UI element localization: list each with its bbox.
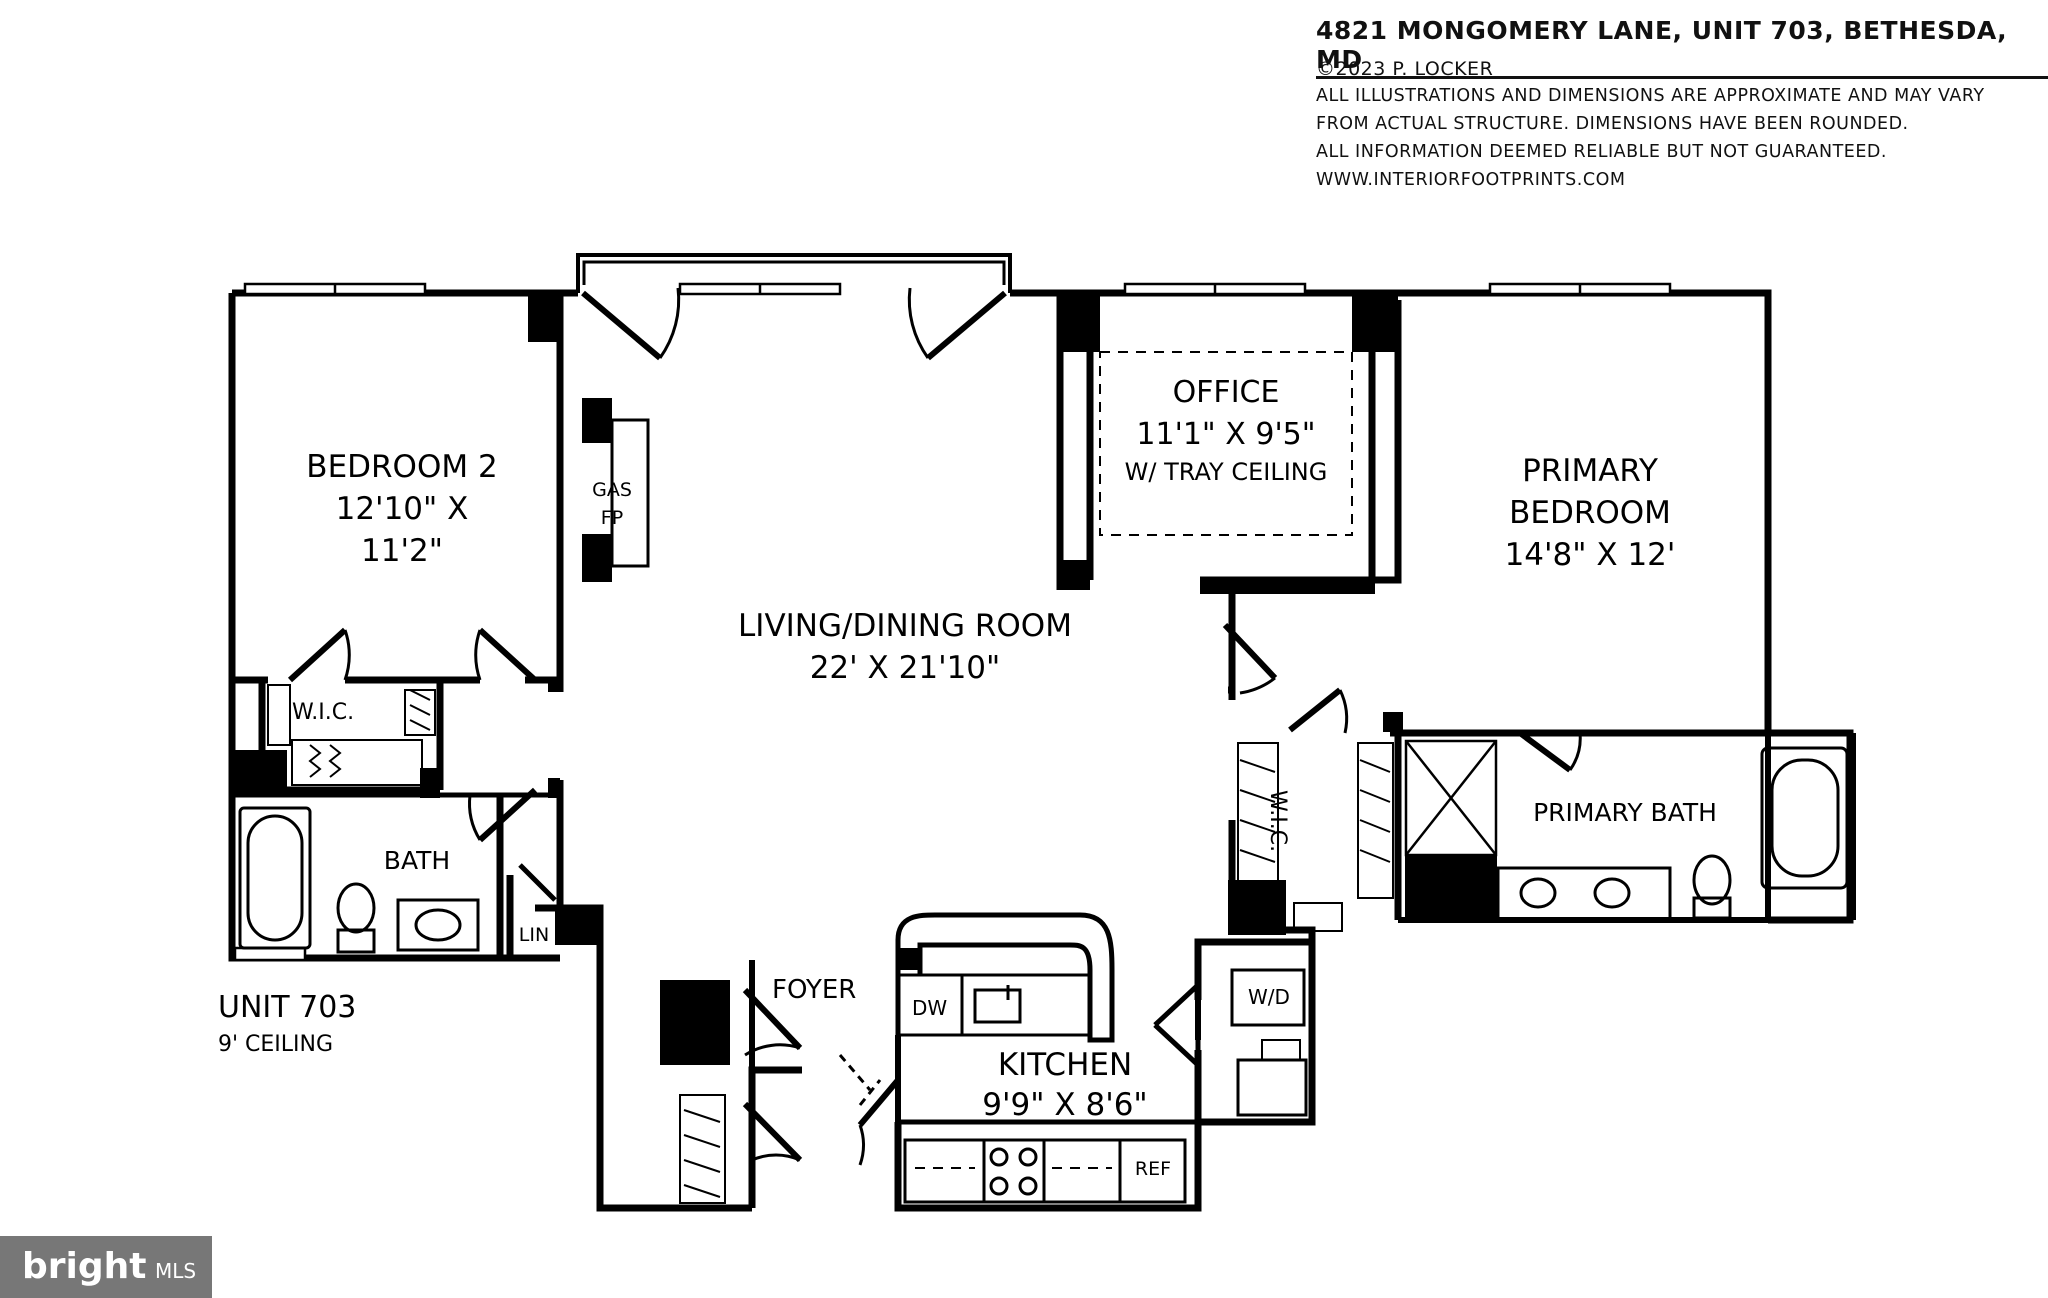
linen-closet-label: LIN bbox=[518, 924, 550, 946]
fp-label: FP bbox=[600, 507, 624, 529]
room-dimensions: 12'10" X 11'2" bbox=[335, 491, 469, 569]
room-dimensions: 14'8" X 12' bbox=[1504, 537, 1676, 573]
room-dimensions: 9'9" X 8'6" bbox=[982, 1087, 1148, 1123]
room-office: OFFICE 11'1" X 9'5" W/ TRAY CEILING bbox=[1100, 372, 1352, 488]
bath-fixtures bbox=[238, 746, 1849, 954]
copyright: ©2023 P. LOCKER bbox=[1316, 58, 1494, 80]
room-dimensions: 22' X 21'10" bbox=[809, 650, 1001, 686]
washer-dryer-label: W/D bbox=[1248, 985, 1290, 1009]
property-address-title: 4821 MONGOMERY LANE, UNIT 703, BETHESDA,… bbox=[1316, 16, 2048, 79]
room-name-line2: BEDROOM bbox=[1509, 495, 1671, 531]
website-link[interactable]: WWW.INTERIORFOOTPRINTS.COM bbox=[1316, 170, 1626, 190]
watermark-suffix: MLS bbox=[155, 1259, 197, 1283]
room-living-dining: LIVING/DINING ROOM 22' X 21'10" bbox=[690, 605, 1120, 689]
closet-shelving bbox=[267, 684, 1394, 1204]
gas-label: GAS bbox=[592, 479, 632, 501]
room-kitchen: KITCHEN 9'9" X 8'6" bbox=[940, 1045, 1190, 1125]
room-name: LIVING/DINING ROOM bbox=[738, 608, 1072, 644]
doors bbox=[287, 287, 1582, 1166]
unit-name: UNIT 703 bbox=[218, 990, 357, 1025]
gas-fireplace-label: GAS FP bbox=[586, 476, 638, 532]
dishwasher-label: DW bbox=[912, 996, 948, 1020]
kitchen-fixtures bbox=[895, 912, 1308, 1204]
room-note: W/ TRAY CEILING bbox=[1124, 458, 1328, 486]
room-name: KITCHEN bbox=[997, 1047, 1133, 1083]
ceiling-height: 9' CEILING bbox=[218, 1032, 334, 1057]
shower bbox=[1404, 739, 1498, 857]
disclaimer-line-2: FROM ACTUAL STRUCTURE. DIMENSIONS HAVE B… bbox=[1316, 114, 1909, 134]
closet-label: W.I.C. bbox=[292, 700, 355, 725]
windows bbox=[233, 282, 1672, 962]
disclaimer-line-1: ALL ILLUSTRATIONS AND DIMENSIONS ARE APP… bbox=[1316, 86, 1985, 106]
room-name: OFFICE bbox=[1172, 375, 1280, 410]
room-bath: BATH bbox=[383, 846, 451, 875]
tray-ceiling-outline bbox=[1099, 351, 1353, 536]
room-foyer: FOYER bbox=[772, 975, 857, 1005]
room-name-line1: PRIMARY bbox=[1522, 453, 1658, 489]
watermark-brand: bright bbox=[22, 1246, 147, 1287]
gas-fireplace bbox=[610, 418, 650, 568]
disclaimer-line-3: ALL INFORMATION DEEMED RELIABLE BUT NOT … bbox=[1316, 142, 1887, 162]
closet-label-primary: W.I.C. bbox=[1265, 790, 1290, 853]
room-bedroom-2: BEDROOM 2 12'10" X 11'2" bbox=[292, 446, 512, 572]
room-primary-bedroom: PRIMARY BEDROOM 14'8" X 12' bbox=[1440, 450, 1740, 576]
bright-mls-watermark: bright MLS bbox=[0, 1236, 212, 1298]
room-primary-bath: PRIMARY BATH bbox=[1533, 798, 1717, 827]
refrigerator-label: REF bbox=[1134, 1158, 1172, 1180]
room-name: BEDROOM 2 bbox=[306, 449, 498, 485]
room-dimensions: 11'1" X 9'5" bbox=[1136, 417, 1316, 452]
structural-columns bbox=[232, 290, 1856, 1065]
